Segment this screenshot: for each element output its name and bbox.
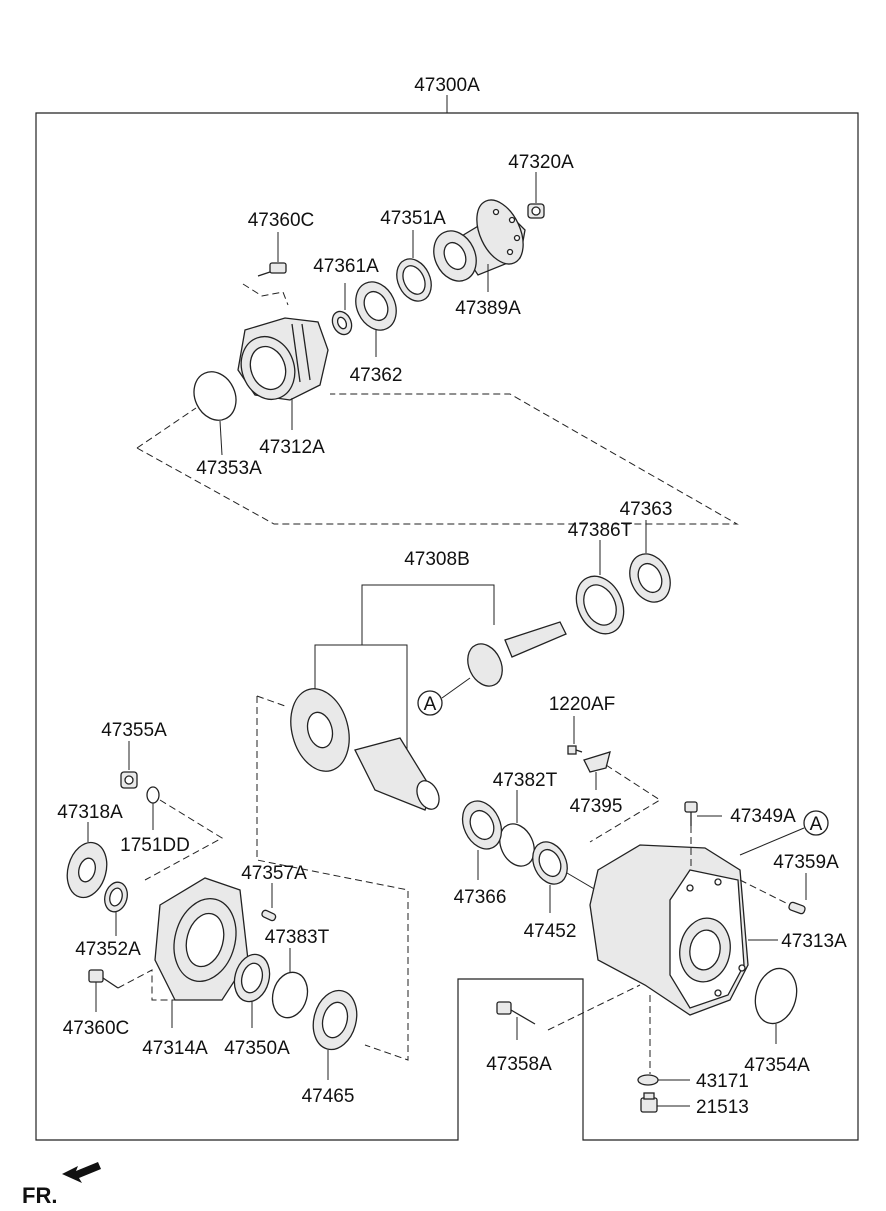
part-label-47357A: 47357A (241, 863, 307, 884)
part-label-47361A: 47361A (313, 256, 379, 277)
oring-part-47354A (754, 967, 798, 1025)
callout-a-left (417, 690, 443, 716)
part-label-47360C-bottom: 47360C (63, 1018, 130, 1039)
part-label-47465: 47465 (302, 1086, 355, 1107)
part-label-47312A: 47312A (259, 437, 325, 458)
bolt-part-1220AF (567, 745, 583, 755)
bearing-part-47465 (312, 989, 358, 1051)
front-arrow-icon (62, 1162, 101, 1183)
part-label-47314A: 47314A (142, 1038, 208, 1059)
bolt-part-47360C-bottom (88, 969, 119, 989)
spacer-part-47361A (331, 310, 353, 336)
pin-part-47357A (261, 909, 277, 922)
plug-part-21513 (640, 1092, 658, 1113)
assembly-frame (35, 112, 859, 1141)
seal-part-47352A (104, 881, 128, 913)
clip-part-1751DD (146, 786, 160, 804)
part-label-47452: 47452 (524, 921, 577, 942)
part-label-47318A: 47318A (57, 802, 123, 823)
callout-a-right (803, 810, 829, 836)
part-label-47363: 47363 (620, 499, 673, 520)
part-label-47349A: 47349A (730, 806, 796, 827)
oil-seal-part-47452 (532, 841, 568, 885)
part-label-47366: 47366 (454, 887, 507, 908)
oring-part-47353A (193, 371, 237, 421)
pin-part-47359A (788, 901, 806, 915)
part-label-1751DD: 1751DD (120, 835, 190, 856)
part-label-47359A: 47359A (773, 852, 839, 873)
part-label-47354A: 47354A (744, 1055, 810, 1076)
bearing-part-47362 (355, 281, 397, 331)
housing-part-47312A (237, 317, 329, 401)
bolt-part-47358A (496, 1001, 536, 1025)
part-label-47389A: 47389A (455, 298, 521, 319)
ring-gear-part (290, 688, 350, 772)
bolt-part-47349A (684, 801, 698, 826)
part-label-47350A: 47350A (224, 1038, 290, 1059)
part-label-21513: 21513 (696, 1097, 749, 1118)
part-label-47308B: 47308B (404, 549, 470, 570)
housing-part-47314A (154, 877, 249, 1001)
housing-part-47313A (589, 844, 749, 1016)
part-label-47355A: 47355A (101, 720, 167, 741)
callout-a-right-label: A (810, 814, 823, 835)
seal-part-47350A (233, 953, 271, 1003)
oring-part-47382T (499, 823, 535, 867)
oring-part-47383T (271, 971, 309, 1019)
front-orientation-label: FR. (22, 1183, 57, 1208)
washer-part-43171 (637, 1074, 659, 1086)
part-label-47320A: 47320A (508, 152, 574, 173)
nut-part-47355A (120, 771, 138, 789)
pinion-gear-part (467, 621, 567, 687)
part-label-47386T: 47386T (568, 520, 633, 541)
bracket-part-47395 (583, 751, 611, 773)
callout-a-left-label: A (424, 694, 437, 715)
bearing-part-47366 (461, 800, 503, 850)
assembly-label: 47300A (414, 75, 480, 96)
part-label-47362: 47362 (350, 365, 403, 386)
nut-part-47320A (527, 203, 545, 219)
part-label-47360C-top: 47360C (248, 210, 315, 231)
part-label-47353A: 47353A (196, 458, 262, 479)
cover-part-47318A (66, 841, 108, 899)
oil-seal-part-47351A (396, 258, 432, 302)
bearing-part-47363 (629, 553, 671, 603)
part-label-47382T: 47382T (493, 770, 558, 791)
part-label-47358A: 47358A (486, 1054, 552, 1075)
companion-flange-part (433, 199, 526, 282)
bolt-part-47360C-top (257, 262, 287, 277)
part-label-47352A: 47352A (75, 939, 141, 960)
part-label-47351A: 47351A (380, 208, 446, 229)
differential-case-part (354, 737, 440, 811)
part-label-47383T: 47383T (265, 927, 330, 948)
part-label-47313A: 47313A (781, 931, 847, 952)
part-label-1220AF: 1220AF (549, 694, 616, 715)
part-label-43171: 43171 (696, 1071, 749, 1092)
shim-part-47386T (575, 575, 625, 635)
part-label-47395: 47395 (570, 796, 623, 817)
